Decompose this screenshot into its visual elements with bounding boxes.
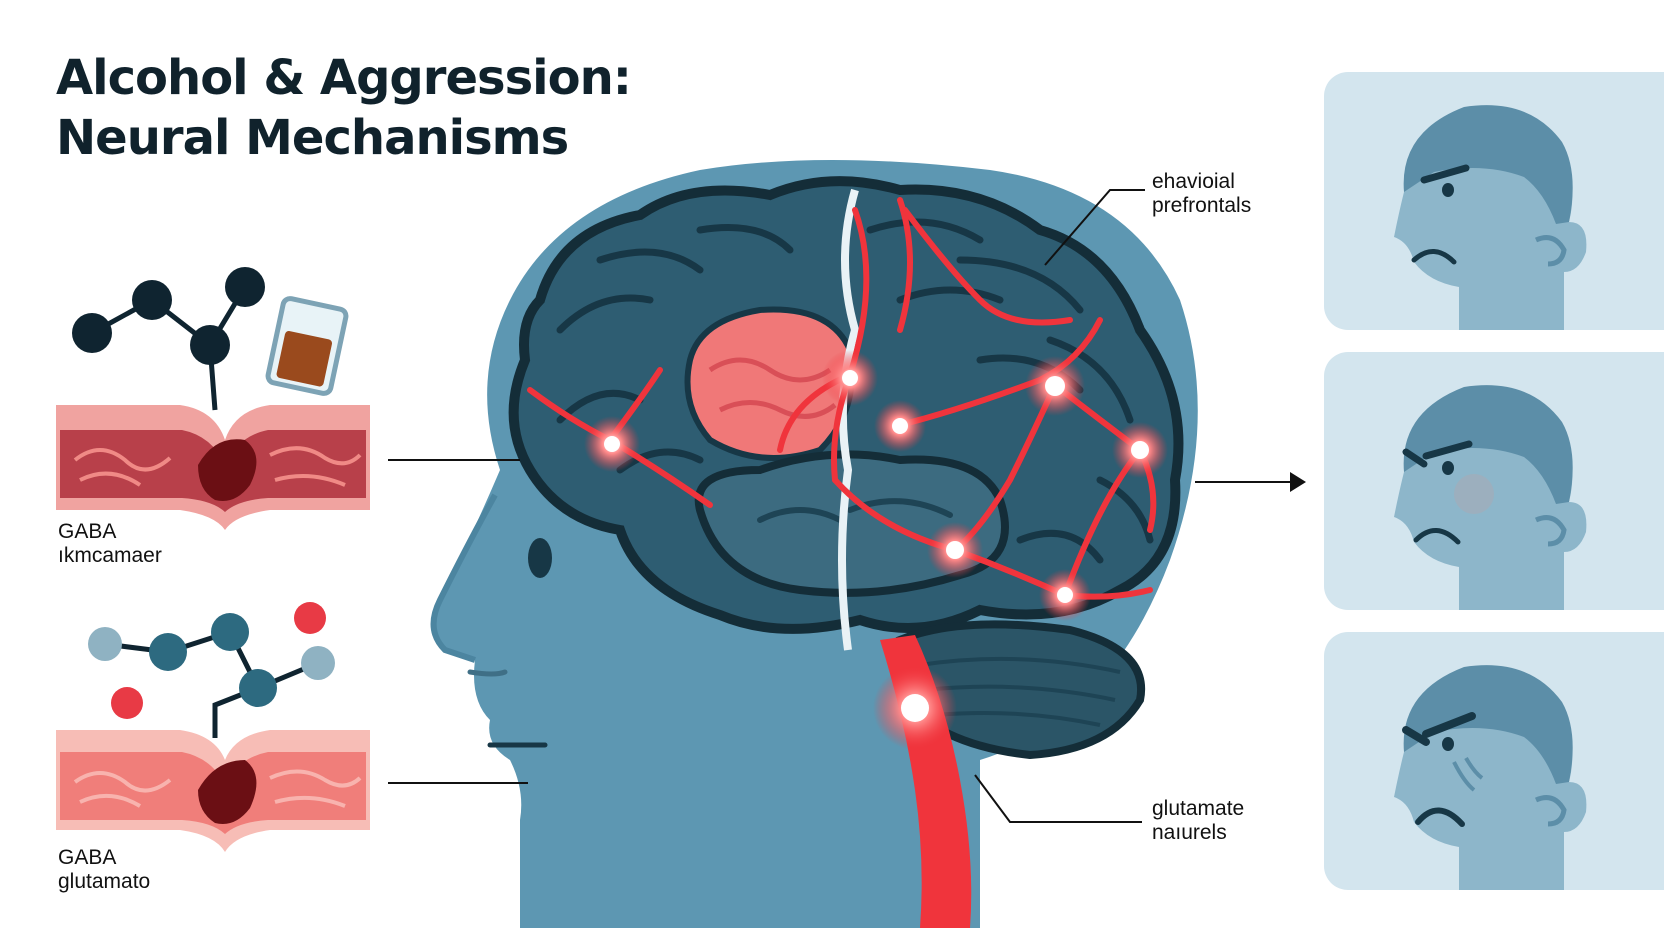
title-line-1: Alcohol & Aggression: (56, 50, 632, 106)
title-line-2: Neural Mechanisms (56, 110, 569, 166)
tissue-section-bottom (56, 730, 370, 852)
angriest-face-icon (1394, 665, 1587, 890)
label-right-bottom-line-1: glutamate (1152, 797, 1245, 820)
tissue-section-top (56, 405, 370, 530)
eye (528, 538, 552, 578)
label-left-top-line-1: GABA (58, 520, 117, 543)
expression-panel-2 (1324, 352, 1664, 610)
angry-face-icon (1394, 105, 1587, 330)
expression-panel-1 (1324, 72, 1664, 330)
label-right-bottom: glutamate naıurels (1152, 797, 1244, 845)
label-right-top-line-1: ehavioial (1152, 170, 1235, 193)
page-title: Alcohol & Aggression: Neural Mechanisms (56, 48, 632, 168)
label-left-top: GABA ıkmcamaer (58, 520, 162, 568)
arrow-head (1290, 472, 1306, 492)
label-left-bottom-line-1: GABA (58, 846, 117, 869)
connector-lines (388, 189, 1292, 823)
label-left-bottom-line-2: glutamato (58, 870, 151, 893)
alcohol-molecule-top (72, 267, 265, 411)
activation-nodes (584, 350, 1168, 750)
label-right-bottom-line-2: naıurels (1152, 821, 1227, 844)
nostril (467, 669, 508, 677)
label-left-bottom: GABA glutamato (58, 846, 150, 894)
label-left-top-line-2: ıkmcamaer (58, 544, 162, 567)
angrier-face-icon (1394, 385, 1587, 610)
label-right-top: ehavioial prefrontals (1152, 170, 1251, 218)
neurotransmitter-molecule-bottom (88, 602, 335, 738)
face-features (467, 538, 552, 748)
drink-glass-icon (265, 296, 349, 396)
label-right-top-line-2: prefrontals (1152, 194, 1252, 217)
expression-panel-3 (1324, 632, 1664, 890)
hemisphere-divider (838, 188, 860, 651)
